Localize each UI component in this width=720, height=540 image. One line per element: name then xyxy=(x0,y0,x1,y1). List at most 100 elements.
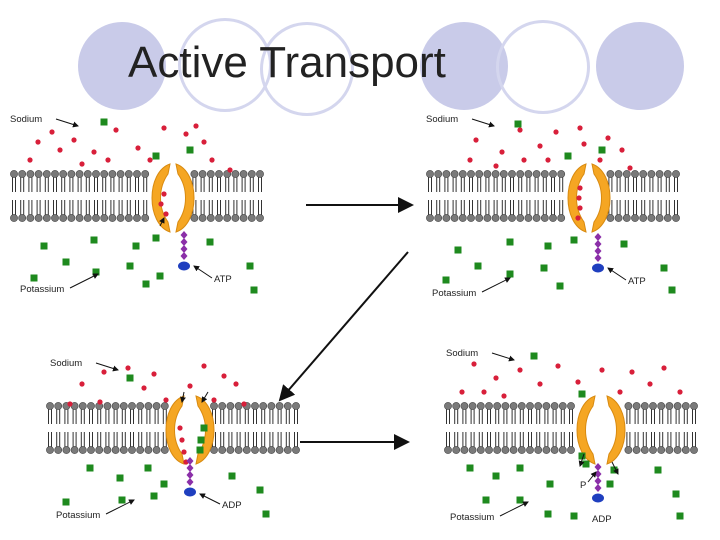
lipid-head xyxy=(283,402,292,410)
lipid-head xyxy=(540,170,549,178)
arrow-icon xyxy=(278,251,409,402)
lipid-head xyxy=(532,214,541,222)
sodium-ion-icon xyxy=(187,383,193,389)
potassium-ion-icon xyxy=(152,234,160,242)
lipid-head xyxy=(426,170,434,178)
potassium-ion-icon xyxy=(654,466,662,474)
lipid-head xyxy=(624,402,633,410)
sodium-ion-icon xyxy=(473,137,479,143)
sodium-label: Sodium xyxy=(426,114,458,125)
sodium-ion-icon xyxy=(575,379,581,385)
lipid-head xyxy=(475,214,484,222)
sodium-ion-icon xyxy=(57,147,63,153)
binding-site xyxy=(166,202,171,207)
sodium-ion-icon xyxy=(135,145,141,151)
potassium-ion-icon xyxy=(506,238,514,246)
lipid-head xyxy=(681,446,690,454)
lipid-head xyxy=(10,170,18,178)
lipid-head xyxy=(75,214,84,222)
potassium-ion-icon xyxy=(160,480,168,488)
lipid-head xyxy=(550,446,559,454)
lipid-head xyxy=(606,214,615,222)
lipid-head xyxy=(549,170,557,178)
pointer-arrow-icon xyxy=(69,273,99,289)
lipid-head xyxy=(524,214,533,222)
lipid-head xyxy=(647,214,656,222)
phosphate-icon xyxy=(594,470,602,478)
sodium-ion-icon xyxy=(151,371,157,377)
lipid-head xyxy=(210,402,218,410)
lipid-head xyxy=(10,214,18,222)
lipid-head xyxy=(92,214,100,222)
binding-site xyxy=(195,419,200,424)
binding-site xyxy=(166,193,171,198)
binding-site xyxy=(591,205,596,210)
potassium-ion-icon xyxy=(582,460,590,468)
sodium-ion-icon xyxy=(481,389,487,395)
binding-site xyxy=(195,428,200,433)
binding-site xyxy=(591,196,596,201)
phosphate-icon xyxy=(180,252,188,260)
lipid-head xyxy=(534,446,543,454)
lipid-head xyxy=(673,402,682,410)
lipid-head xyxy=(267,402,276,410)
lipid-head xyxy=(649,446,657,454)
lipid-head xyxy=(152,402,161,410)
lipid-head xyxy=(491,214,500,222)
lipid-head xyxy=(534,402,543,410)
sodium-ion-icon xyxy=(79,161,85,167)
sodium-label: Sodium xyxy=(10,114,42,125)
pointer-arrow-icon xyxy=(587,471,597,483)
potassium-ion-icon xyxy=(197,436,205,444)
pointer-arrow-icon xyxy=(105,499,135,515)
lipid-head xyxy=(128,402,136,410)
lipid-head xyxy=(59,170,68,178)
sodium-ion-icon xyxy=(158,201,164,207)
lipid-head xyxy=(663,214,672,222)
sodium-ion-icon xyxy=(163,211,169,217)
pointer-arrow-icon xyxy=(607,267,627,281)
binding-site xyxy=(180,434,185,439)
decor-circle-6 xyxy=(596,22,684,110)
potassium-ion-icon xyxy=(150,492,158,500)
lipid-head xyxy=(215,214,223,222)
binding-site xyxy=(582,193,587,198)
lipid-head xyxy=(46,402,54,410)
lipid-head xyxy=(509,446,518,454)
lipid-head xyxy=(655,170,664,178)
lipid-head xyxy=(242,446,251,454)
potassium-ion-icon xyxy=(144,464,152,472)
binding-site xyxy=(591,416,596,421)
lipid-head xyxy=(485,446,493,454)
potassium-ion-icon xyxy=(516,464,524,472)
potassium-label: Potassium xyxy=(56,510,100,521)
lipid-head xyxy=(452,402,461,410)
sodium-ion-icon xyxy=(67,401,73,407)
lipid-head xyxy=(239,214,248,222)
potassium-ion-icon xyxy=(62,498,70,506)
sodium-ion-icon xyxy=(233,381,239,387)
lipid-head xyxy=(622,170,631,178)
pointer-arrow-icon xyxy=(611,461,619,475)
pointer-arrow-icon xyxy=(199,493,221,505)
potassium-ion-icon xyxy=(126,374,134,382)
sodium-ion-icon xyxy=(35,139,41,145)
lipid-head xyxy=(567,446,575,454)
lipid-head xyxy=(78,446,87,454)
lipid-head xyxy=(190,170,199,178)
potassium-ion-icon xyxy=(530,352,538,360)
lipid-head xyxy=(501,402,510,410)
lipid-head xyxy=(458,170,467,178)
lipid-head xyxy=(614,170,623,178)
sodium-ion-icon xyxy=(201,139,207,145)
potassium-ion-icon xyxy=(256,486,264,494)
lipid-head xyxy=(460,446,469,454)
potassium-ion-icon xyxy=(442,276,450,284)
potassium-ion-icon xyxy=(454,246,462,254)
binding-site xyxy=(606,437,611,442)
lipid-head xyxy=(116,214,125,222)
lipid-head xyxy=(639,214,648,222)
lipid-head xyxy=(516,170,525,178)
